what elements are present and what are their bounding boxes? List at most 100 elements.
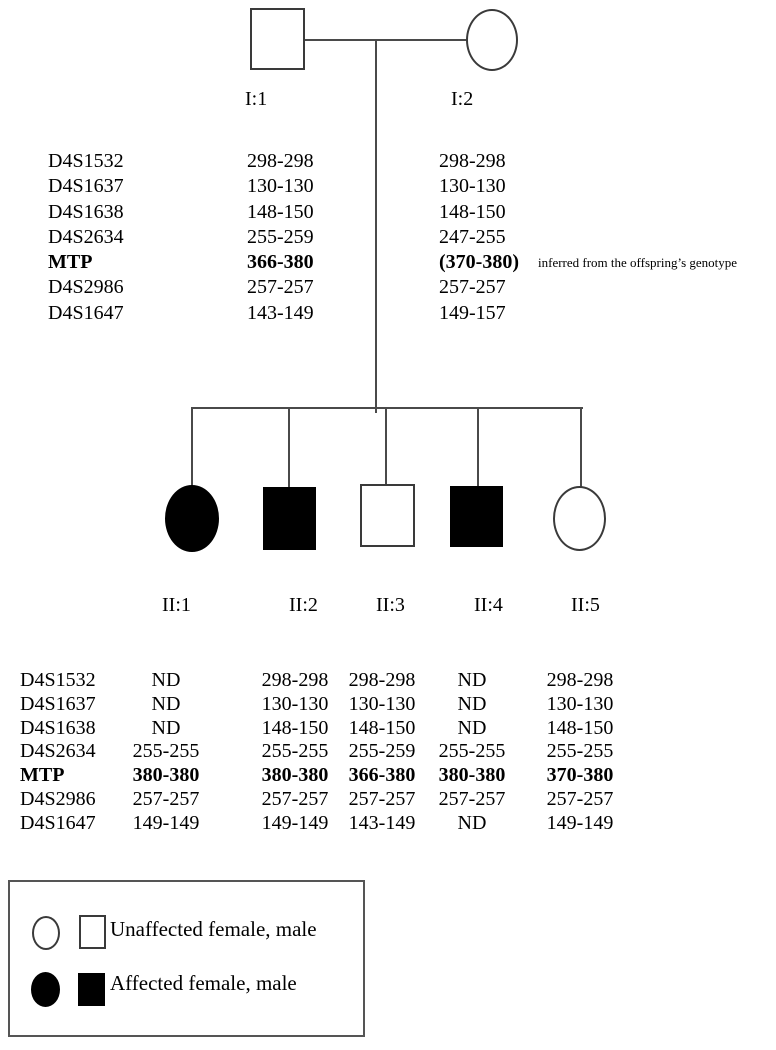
genotype-row: D4S1637 130-130 130-130 — [0, 174, 776, 199]
genotype-II3: 143-149 — [348, 811, 416, 834]
genotype-II2: 130-130 — [261, 692, 329, 715]
genotype-I1: 298-298 — [247, 150, 314, 172]
drop-line-II1 — [191, 409, 193, 486]
couple-line — [305, 39, 466, 41]
descent-line — [375, 41, 377, 413]
sibship-line — [191, 407, 583, 409]
genotype-I2: 130-130 — [439, 175, 506, 198]
genotype-row: D4S1532 ND 298-298 298-298 ND 298-298 — [0, 669, 776, 693]
genotype-II2: 380-380 — [261, 764, 329, 787]
genotype-I2: 247-255 — [439, 225, 506, 248]
legend-unaffected-male-icon — [79, 915, 106, 949]
genotype-II3: 148-150 — [348, 716, 416, 739]
individual-II4-affected-male-symbol — [450, 486, 503, 547]
parents-genotype-table: D4S1532 298-298 298-298 D4S1637 130-130 … — [0, 149, 776, 326]
individual-II3-unaffected-male-symbol — [360, 484, 415, 547]
genotype-II4: 257-257 — [438, 787, 506, 810]
drop-line-II3 — [385, 409, 387, 497]
marker-name: D4S1647 — [48, 301, 124, 324]
individual-I1-label: I:1 — [245, 88, 268, 110]
marker-name: D4S2634 — [20, 740, 96, 763]
genotype-II2: 257-257 — [261, 787, 329, 810]
genotype-II4: 255-255 — [438, 740, 506, 763]
individual-II4-label: II:4 — [474, 594, 503, 616]
genotype-II1: 380-380 — [132, 764, 200, 787]
genotype-II2: 298-298 — [261, 669, 329, 691]
drop-line-II5 — [580, 409, 582, 487]
genotype-row: D4S1647 143-149 149-157 — [0, 301, 776, 326]
genotype-I1: 366-380 — [247, 251, 314, 274]
genotype-II2: 149-149 — [261, 811, 329, 834]
marker-name: D4S1637 — [48, 175, 124, 198]
genotype-II1: 255-255 — [132, 740, 200, 763]
inferred-genotype-note: inferred from the offspring’s genotype — [538, 255, 738, 271]
genotype-I1: 130-130 — [247, 175, 314, 198]
genotype-row: D4S1532 298-298 298-298 — [0, 149, 776, 174]
genotype-row: D4S1637 ND 130-130 130-130 ND 130-130 — [0, 693, 776, 717]
legend-unaffected-label: Unaffected female, male — [110, 917, 317, 941]
genotype-II1: ND — [151, 669, 181, 691]
genotype-II5: 130-130 — [546, 692, 614, 715]
individual-I2-label: I:2 — [451, 88, 474, 110]
offspring-genotype-table: D4S1532 ND 298-298 298-298 ND 298-298 D4… — [0, 669, 776, 836]
genotype-row: D4S1647 149-149 149-149 143-149 ND 149-1… — [0, 812, 776, 836]
individual-II5-unaffected-female-symbol — [553, 486, 606, 551]
drop-line-II2 — [288, 409, 290, 488]
legend-affected-female-icon — [31, 972, 60, 1007]
genotype-row-mtp: MTP 366-380 (370-380) inferred from the … — [0, 250, 776, 275]
genotype-II5: 257-257 — [546, 787, 614, 810]
genotype-II3: 257-257 — [348, 787, 416, 810]
marker-name: D4S2634 — [48, 225, 124, 248]
individual-II1-label: II:1 — [162, 594, 191, 616]
individual-II1-affected-female-symbol — [165, 485, 219, 552]
genotype-I1: 255-259 — [247, 225, 314, 248]
individual-II2-label: II:2 — [289, 594, 318, 616]
marker-name: D4S1637 — [20, 692, 96, 715]
genotype-I2: 149-157 — [439, 301, 506, 324]
genotype-II5: 149-149 — [546, 811, 614, 834]
marker-name: MTP — [48, 251, 93, 274]
genotype-II5: 370-380 — [546, 764, 614, 787]
genotype-row: D4S2634 255-255 255-255 255-259 255-255 … — [0, 740, 776, 764]
genotype-row: D4S2986 257-257 257-257 257-257 257-257 … — [0, 788, 776, 812]
individual-I1-male-symbol — [250, 8, 305, 70]
genotype-I2: 257-257 — [439, 276, 506, 299]
legend-affected-male-icon — [78, 973, 105, 1006]
genotype-I1: 148-150 — [247, 200, 314, 223]
genotype-II4: 380-380 — [438, 764, 506, 787]
genotype-II4: ND — [457, 669, 487, 691]
individual-I2-female-symbol — [466, 9, 518, 71]
marker-name: D4S1532 — [48, 150, 124, 172]
marker-name: D4S1638 — [48, 200, 124, 223]
individual-II3-label: II:3 — [376, 594, 405, 616]
genotype-II1: 149-149 — [132, 811, 200, 834]
genotype-II4: ND — [457, 716, 487, 739]
genotype-I2: 298-298 — [439, 150, 506, 172]
genotype-row: D4S1638 ND 148-150 148-150 ND 148-150 — [0, 717, 776, 741]
genotype-row: D4S1638 148-150 148-150 — [0, 200, 776, 225]
genotype-II2: 148-150 — [261, 716, 329, 739]
genotype-row-mtp: MTP 380-380 380-380 366-380 380-380 370-… — [0, 764, 776, 788]
individual-II5-label: II:5 — [571, 594, 600, 616]
genotype-II5: 298-298 — [546, 669, 614, 691]
genotype-II2: 255-255 — [261, 740, 329, 763]
genotype-row: D4S2634 255-259 247-255 — [0, 225, 776, 250]
marker-name: D4S1532 — [20, 669, 96, 691]
genotype-II3: 298-298 — [348, 669, 416, 691]
genotype-II4: ND — [457, 811, 487, 834]
genotype-I2: (370-380) — [439, 251, 519, 274]
legend-unaffected-female-icon — [32, 916, 60, 950]
marker-name: D4S1638 — [20, 716, 96, 739]
legend-affected-label: Affected female, male — [110, 971, 297, 995]
genotype-II5: 255-255 — [546, 740, 614, 763]
marker-name: D4S2986 — [20, 787, 96, 810]
genotype-II1: 257-257 — [132, 787, 200, 810]
marker-name: MTP — [20, 764, 65, 787]
genotype-II1: ND — [151, 692, 181, 715]
genotype-I1: 257-257 — [247, 276, 314, 299]
genotype-II3: 130-130 — [348, 692, 416, 715]
legend-box: Unaffected female, male Affected female,… — [8, 880, 365, 1037]
drop-line-II4 — [477, 409, 479, 487]
genotype-II3: 255-259 — [348, 740, 416, 763]
